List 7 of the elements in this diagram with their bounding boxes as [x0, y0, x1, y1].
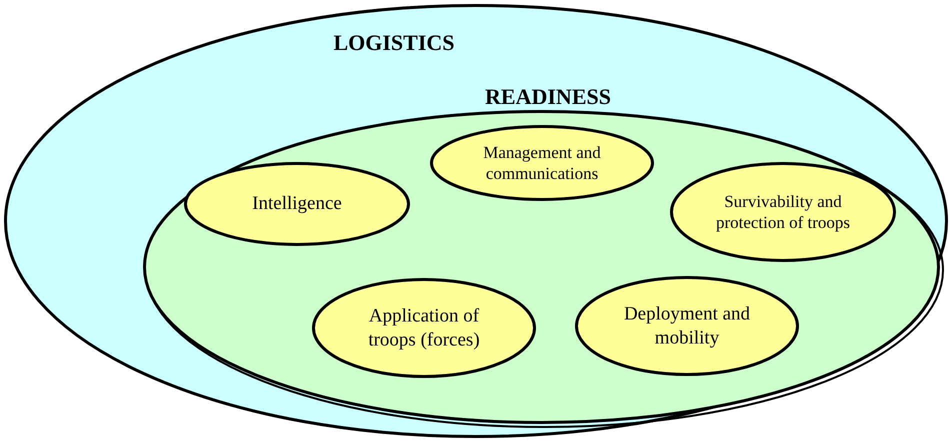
group-heading: READINESS [484, 84, 612, 110]
topic-label: Application of troops (forces) [367, 304, 481, 352]
topic-label: Deployment and mobility [622, 302, 752, 350]
topic-label: Intelligence [251, 192, 343, 216]
group-heading: LOGISTICS [332, 30, 456, 56]
topic-label: Survivability and protection of troops [715, 190, 851, 234]
topic-label: Management and communications [482, 142, 602, 184]
